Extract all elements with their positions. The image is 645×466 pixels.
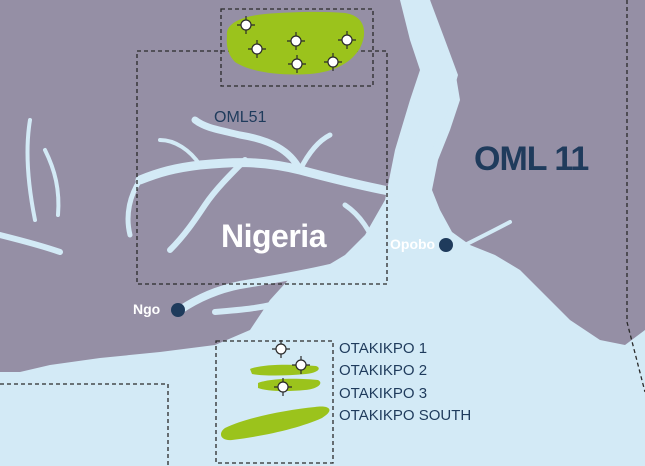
well-marker-icon [248, 40, 266, 58]
river-channels [0, 116, 512, 315]
well-marker-icon [292, 356, 310, 374]
town-dot-icon [171, 303, 185, 317]
block-label-oml51: OML51 [214, 109, 267, 126]
well-marker-icon [237, 16, 255, 34]
land-west [0, 0, 420, 372]
well-marker-icon [272, 340, 290, 358]
well-markers [237, 16, 356, 396]
block-outline-west-boundary [0, 383, 169, 466]
land-east [430, 0, 645, 345]
block-label-oml11: OML 11 [474, 140, 589, 178]
field-label-otakikpo-1: OTAKIKPO 1 [339, 340, 428, 357]
town-label-opobo: Opobo [390, 236, 436, 252]
field-otakikpo-south [220, 406, 330, 441]
field-otakikpo-3 [258, 378, 321, 392]
country-label: Nigeria [221, 218, 326, 254]
well-marker-icon [338, 31, 356, 49]
well-marker-icon [274, 378, 292, 396]
field-label-otakikpo-2: OTAKIKPO 2 [339, 362, 428, 379]
field-label-otakikpo-south: OTAKIKPO SOUTH [339, 407, 472, 424]
well-marker-icon [287, 32, 305, 50]
block-outline-oml11-boundary [626, 0, 645, 393]
town-dot-icon [439, 238, 453, 252]
well-marker-icon [324, 53, 342, 71]
block-outline-northern-field [220, 8, 374, 87]
block-outline-otakikpo [215, 340, 334, 464]
well-marker-icon [288, 55, 306, 73]
block-outline-oml51 [136, 50, 388, 285]
town-label-ngo: Ngo [133, 301, 161, 317]
field-label-otakikpo-3: OTAKIKPO 3 [339, 385, 428, 402]
